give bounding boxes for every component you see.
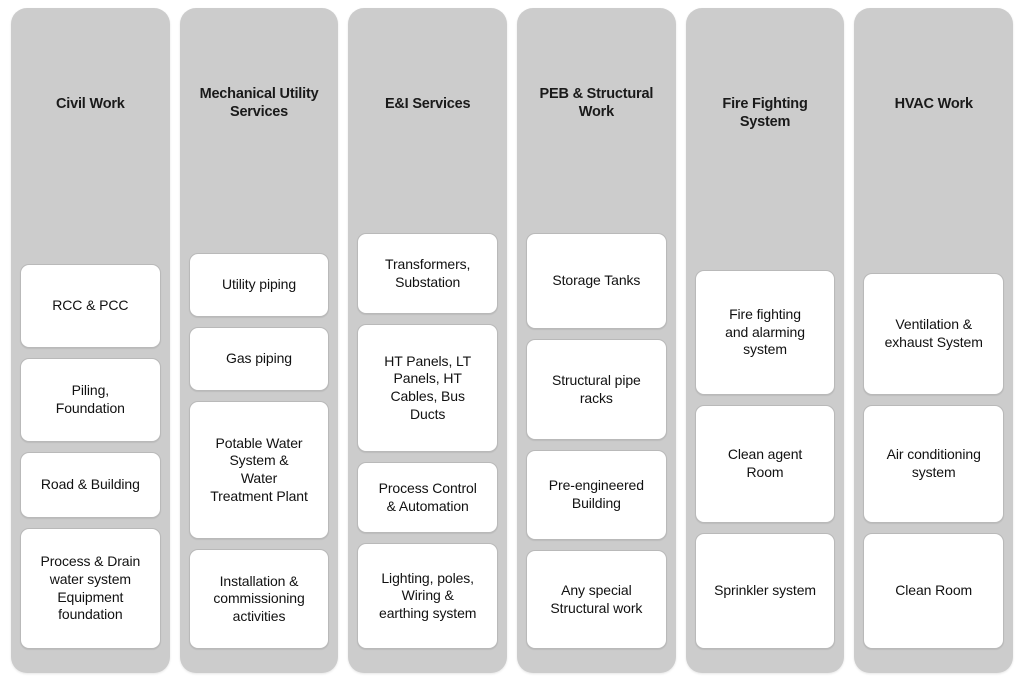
card-pre-engineered-building[interactable]: Pre-engineered Building	[526, 450, 667, 540]
column-title-civil-work: Civil Work	[56, 96, 125, 112]
card-rcc-pcc[interactable]: RCC & PCC	[20, 264, 161, 348]
category-column-hvac-work: HVAC Work Ventilation & exhaust System A…	[854, 8, 1014, 673]
category-column-civil-work: Civil Work RCC & PCC Piling, Foundation …	[11, 8, 170, 673]
card-gas-piping[interactable]: Gas piping	[188, 327, 330, 391]
card-sprinkler-system[interactable]: Sprinkler system	[694, 533, 836, 649]
card-list-civil-work: RCC & PCC Piling, Foundation Road & Buil…	[20, 264, 161, 673]
card-storage-tanks[interactable]: Storage Tanks	[526, 233, 667, 329]
column-title-peb-structural-work: PEB & Structural Work	[539, 86, 654, 120]
card-process-control-automation[interactable]: Process Control & Automation	[357, 462, 499, 533]
column-title-hvac-work: HVAC Work	[894, 96, 973, 112]
category-column-fire-fighting-system: Fire Fighting System Fire fighting and a…	[685, 8, 845, 673]
card-list-ei-services: Transformers, Substation HT Panels, LT P…	[357, 233, 499, 673]
card-transformers-substation[interactable]: Transformers, Substation	[357, 233, 499, 314]
card-process-drain-water-system[interactable]: Process & Drain water system Equipment f…	[20, 528, 161, 649]
card-ht-lt-panels-cables-bus-ducts[interactable]: HT Panels, LT Panels, HT Cables, Bus Duc…	[357, 324, 499, 452]
card-air-conditioning-system[interactable]: Air conditioning system	[863, 405, 1005, 523]
card-ventilation-exhaust-system[interactable]: Ventilation & exhaust System	[863, 273, 1005, 395]
card-road-building[interactable]: Road & Building	[20, 452, 161, 518]
card-list-mechanical-utility-services: Utility piping Gas piping Potable Water …	[188, 253, 330, 673]
card-list-peb-structural-work: Storage Tanks Structural pipe racks Pre-…	[526, 233, 667, 673]
card-potable-water-system[interactable]: Potable Water System & Water Treatment P…	[188, 401, 330, 539]
column-title-fire-fighting-system: Fire Fighting System	[722, 96, 808, 130]
card-structural-pipe-racks[interactable]: Structural pipe racks	[526, 339, 667, 440]
category-column-ei-services: E&I Services Transformers, Substation HT…	[348, 8, 508, 673]
column-title-mechanical-utility-services: Mechanical Utility Services	[199, 86, 319, 120]
card-utility-piping[interactable]: Utility piping	[188, 253, 330, 317]
card-installation-commissioning[interactable]: Installation & commissioning activities	[188, 549, 330, 649]
card-clean-room[interactable]: Clean Room	[863, 533, 1005, 649]
card-list-fire-fighting-system: Fire fighting and alarming system Clean …	[694, 270, 836, 673]
category-column-peb-structural-work: PEB & Structural Work Storage Tanks Stru…	[517, 8, 676, 673]
card-list-hvac-work: Ventilation & exhaust System Air conditi…	[863, 273, 1005, 673]
column-title-ei-services: E&I Services	[384, 96, 471, 112]
card-clean-agent-room[interactable]: Clean agent Room	[694, 405, 836, 523]
card-fire-fighting-alarming-system[interactable]: Fire fighting and alarming system	[694, 270, 836, 395]
card-piling-foundation[interactable]: Piling, Foundation	[20, 358, 161, 442]
category-column-mechanical-utility-services: Mechanical Utility Services Utility pipi…	[179, 8, 339, 673]
card-any-special-structural-work[interactable]: Any special Structural work	[526, 550, 667, 649]
card-lighting-wiring-earthing[interactable]: Lighting, poles, Wiring & earthing syste…	[357, 543, 499, 649]
